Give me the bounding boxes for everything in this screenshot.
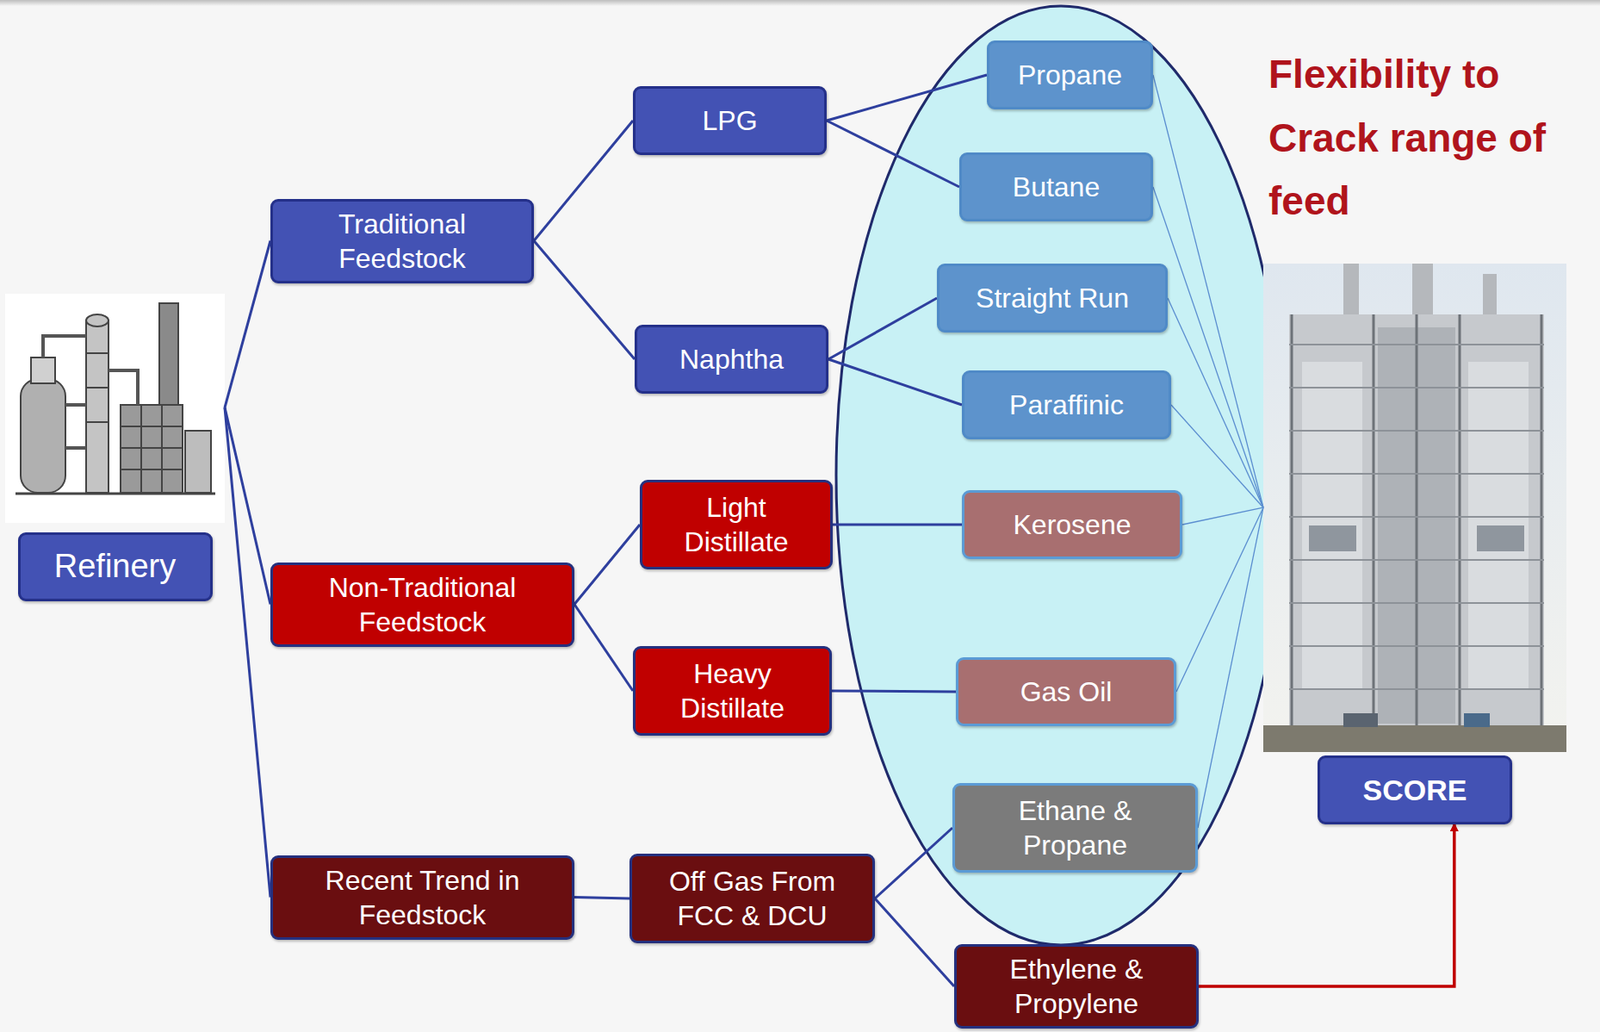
node-label: Paraffinic	[1009, 387, 1124, 422]
callout-heading: Flexibility to Crack range of feed	[1268, 43, 1600, 234]
connector-line	[828, 359, 962, 405]
node-label: Ethane & Propane	[967, 793, 1184, 863]
node-label: Kerosene	[1013, 507, 1132, 542]
feed-type-box: Straight Run	[936, 263, 1168, 333]
node-label: SCORE	[1317, 755, 1513, 825]
feed-group-box: LPG	[632, 86, 827, 156]
node-label: LPG	[701, 103, 757, 138]
connector-line	[1197, 507, 1264, 828]
connector-line	[574, 604, 633, 692]
feed-type-box: Gas Oil	[955, 657, 1177, 726]
node-label: Butane	[1012, 169, 1100, 205]
connector-line	[1153, 186, 1264, 508]
connector-line	[1176, 507, 1264, 692]
feed-group-box: Naphtha	[634, 324, 829, 394]
connector-line	[1171, 404, 1264, 508]
feed-type-box: Propane	[986, 40, 1154, 110]
connector-line	[874, 898, 955, 987]
node-label: Recent Trend in Feedstock	[285, 862, 560, 932]
feed-type-box: Ethane & Propane	[952, 782, 1198, 873]
node-label: Heavy Distillate	[647, 656, 818, 726]
connector-line	[1182, 507, 1264, 525]
connector-line	[224, 407, 271, 897]
feed-group-box: Heavy Distillate	[632, 645, 832, 736]
connector-line	[826, 74, 987, 121]
connector-line	[533, 120, 633, 242]
connector-line	[1153, 74, 1264, 508]
node-label: Gas Oil	[1020, 674, 1113, 709]
feed-ellipse	[836, 6, 1286, 945]
feed-type-box: Butane	[959, 152, 1154, 222]
feedstock-box: Recent Trend in Feedstock	[270, 855, 575, 940]
feed-group-box: Off Gas From FCC & DCU	[629, 853, 875, 943]
product-box: Ethylene & Propylene	[954, 943, 1199, 1029]
feed-group-box: Light Distillate	[639, 479, 833, 570]
connector-line	[1198, 824, 1455, 987]
connector-line	[828, 297, 937, 360]
connector-line	[826, 120, 960, 187]
connector-line	[1167, 297, 1264, 508]
feed-type-box: Paraffinic	[961, 370, 1172, 440]
score-furnace: SCORE	[1263, 263, 1567, 825]
connector-line	[574, 897, 630, 900]
node-label: Straight Run	[975, 280, 1129, 316]
node-label: Refinery	[18, 532, 213, 602]
node-label: Propane	[1017, 57, 1123, 93]
connector-line	[831, 690, 956, 692]
feedstock-box: Traditional Feedstock	[270, 198, 534, 284]
connector-line	[832, 523, 962, 527]
node-label: Non-Traditional Feedstock	[285, 570, 560, 639]
node-label: Traditional Feedstock	[285, 206, 520, 276]
connector-line	[224, 241, 271, 409]
feed-type-box: Kerosene	[961, 489, 1183, 559]
connector-line	[874, 827, 953, 899]
connector-line	[533, 241, 635, 360]
top-bar	[0, 0, 1600, 7]
refinery-unit: Refinery	[5, 293, 225, 602]
connector-line	[574, 524, 640, 605]
node-label: Off Gas From FCC & DCU	[644, 863, 861, 933]
node-label: Ethylene & Propylene	[968, 951, 1185, 1021]
node-label: Light Distillate	[654, 489, 819, 559]
connector-line	[224, 407, 271, 604]
feedstock-box: Non-Traditional Feedstock	[270, 562, 575, 647]
refinery-illustration	[5, 293, 225, 523]
furnace-photo	[1263, 263, 1567, 752]
node-label: Naphtha	[679, 341, 784, 377]
